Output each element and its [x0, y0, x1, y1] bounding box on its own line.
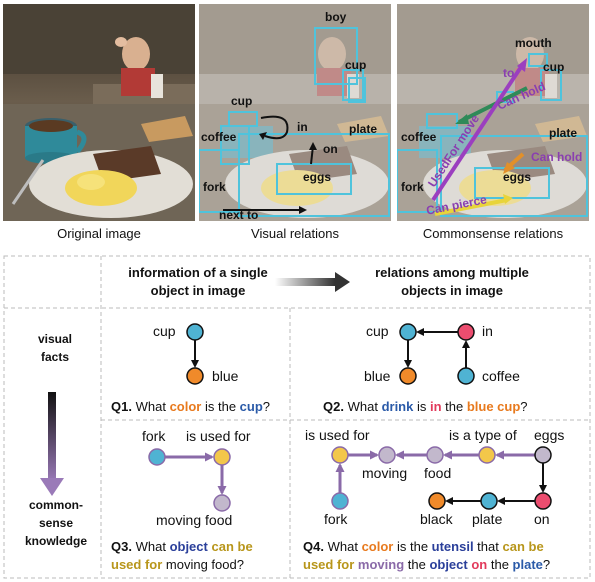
label-coffee: coffee	[201, 130, 237, 144]
q1-question: Q1. What color is the cup?	[111, 399, 271, 414]
q4-label-fork: fork	[324, 511, 348, 527]
side-visual-facts: visual facts	[37, 332, 73, 364]
q2-label-coffee: coffee	[482, 368, 520, 384]
caption-visual: Visual relations	[251, 226, 339, 241]
header-right: relations among multiple objects in imag…	[375, 265, 529, 298]
header-left: information of a single object in image	[128, 265, 268, 298]
header-arrow-head	[335, 272, 350, 292]
label-cup-left: cup	[231, 94, 253, 108]
q4-node-fork	[331, 492, 349, 510]
q3-question: Q3. What object can be used for moving f…	[111, 539, 253, 572]
label-fork: fork	[203, 180, 226, 194]
q2-node-in	[457, 323, 475, 341]
label-plate: plate	[349, 122, 378, 136]
q3-node-used-for	[213, 448, 231, 466]
q4-node-plate	[480, 492, 498, 510]
q4-label-on: on	[534, 511, 550, 527]
label-cup: cup	[543, 60, 565, 74]
label-boy: boy	[325, 10, 347, 24]
q4-label-moving: moving	[362, 465, 408, 481]
q2-node-coffee	[457, 367, 475, 385]
q4-label-is-a-type-of: is a type of	[449, 427, 517, 443]
q4-question: Q4. What color is the utensil that can b…	[303, 539, 551, 572]
q1-node-cup	[186, 323, 204, 341]
q2-label-in: in	[482, 323, 493, 339]
q3-label-moving-food: moving food	[156, 512, 233, 528]
caption-commonsense: Commonsense relations	[422, 226, 564, 241]
q4-label-plate: plate	[472, 511, 503, 527]
q2-label-blue: blue	[364, 368, 391, 384]
side-arrow-head	[40, 478, 64, 496]
q4-node-eggs	[534, 446, 552, 464]
q2-node-blue	[399, 367, 417, 385]
q3-label-fork: fork	[142, 428, 166, 444]
label-on: on	[323, 142, 338, 156]
q1-node-blue	[186, 367, 204, 385]
q3-node-moving-food	[213, 494, 231, 512]
q4-node-black	[428, 492, 446, 510]
q4-node-is-a-type-of	[478, 446, 496, 464]
q4-label-black: black	[420, 511, 453, 527]
q2-graph	[399, 323, 475, 385]
caption-original: Original image	[57, 226, 141, 241]
label-eggs: eggs	[503, 170, 532, 184]
header-arrow-shaft	[275, 278, 335, 286]
label-coffee: coffee	[401, 130, 437, 144]
label-mouth: mouth	[515, 36, 552, 50]
commonsense-relations-image: mouth to cup Can hold coffee plate UsedF…	[397, 4, 589, 221]
q2-label-cup: cup	[366, 323, 389, 339]
q4-node-food	[426, 446, 444, 464]
label-next-to: next to	[219, 208, 259, 221]
q4-node-is-used-for	[331, 446, 349, 464]
label-eggs: eggs	[303, 170, 332, 184]
q2-node-cup	[399, 323, 417, 341]
label-cup-top: cup	[345, 58, 367, 72]
label-to: to	[503, 66, 515, 80]
q3-node-fork	[148, 448, 166, 466]
q3-label-used-for: is used for	[186, 428, 251, 444]
q1-graph	[186, 323, 204, 385]
q1-label-cup: cup	[153, 323, 176, 339]
q2-question: Q2. What drink is in the blue cup?	[323, 399, 528, 414]
q3-graph	[148, 448, 231, 512]
label-fork: fork	[401, 180, 424, 194]
label-plate: plate	[549, 126, 578, 140]
q4-label-is-used-for: is used for	[305, 427, 370, 443]
side-commonsense: common-sense knowledge	[24, 498, 87, 548]
q4-label-eggs: eggs	[534, 427, 565, 443]
side-arrow-shaft	[48, 392, 56, 482]
label-can-hold-2: Can hold	[531, 150, 583, 164]
label-in: in	[297, 120, 308, 134]
q4-node-moving	[378, 446, 396, 464]
q4-label-food: food	[424, 465, 452, 481]
q1-label-blue: blue	[212, 368, 239, 384]
q4-node-on	[534, 492, 552, 510]
original-image	[3, 4, 195, 221]
visual-relations-image: boy cup cup in coffee plate on fork eggs…	[199, 4, 391, 221]
